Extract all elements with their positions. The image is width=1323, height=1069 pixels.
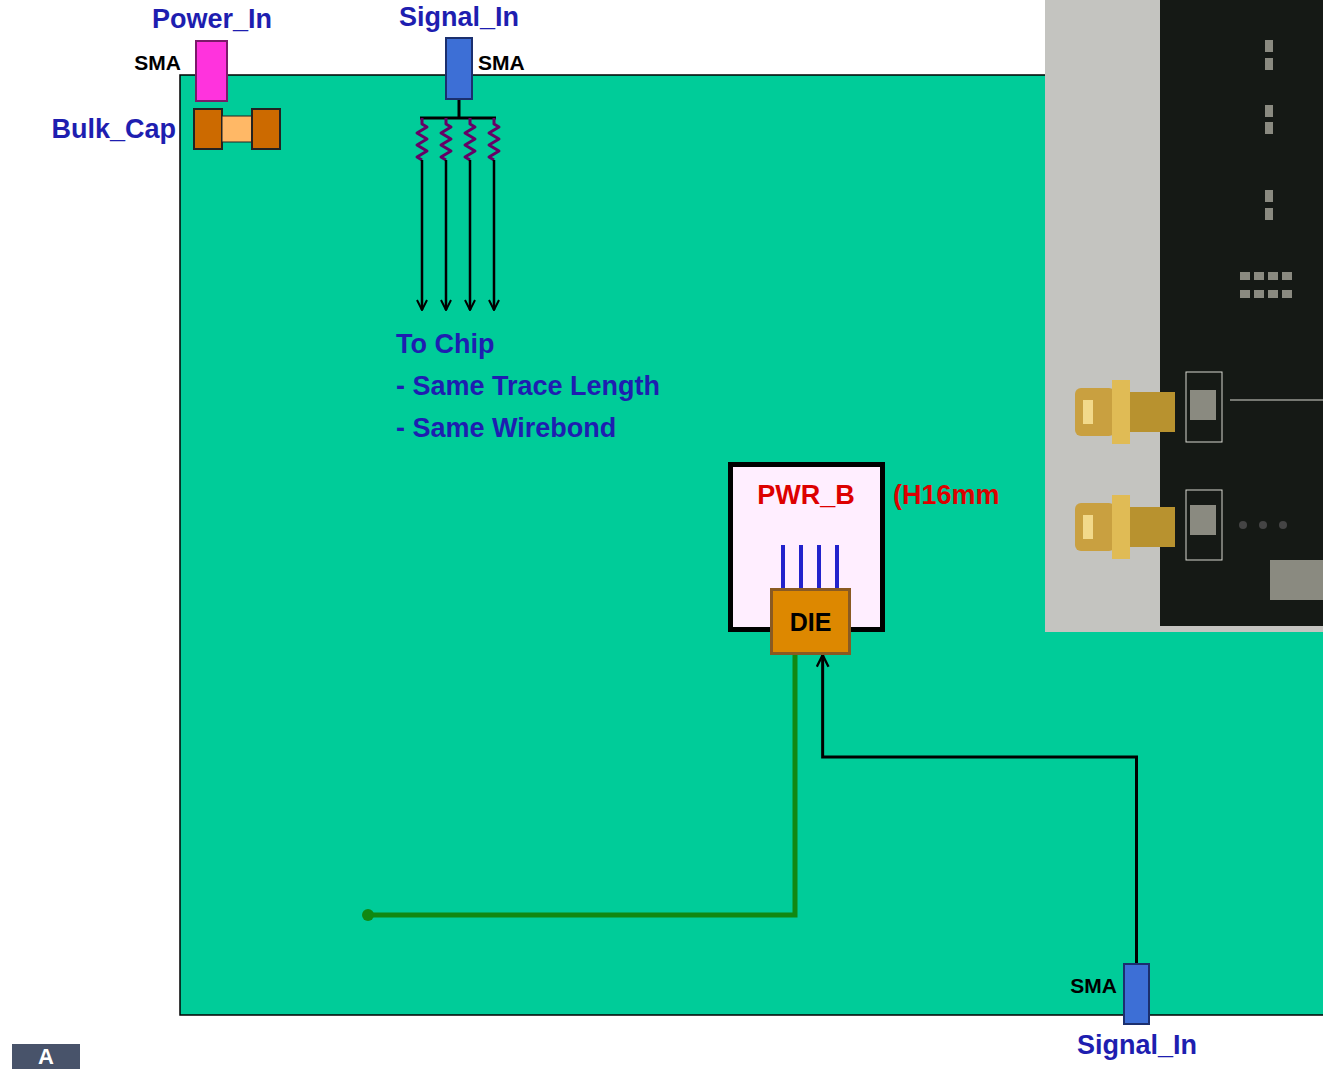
power-trace xyxy=(362,655,795,921)
connector-type: SMA xyxy=(1070,974,1117,998)
connector-type: SMA xyxy=(478,51,525,75)
connector-label: Signal_In xyxy=(1077,1030,1197,1061)
board-photo xyxy=(1045,0,1323,632)
capacitor-symbol: Bulk_Cap xyxy=(193,108,281,150)
connector-type: SMA xyxy=(134,51,181,75)
package-name: PWR_B xyxy=(757,480,855,511)
die-label: DIE xyxy=(790,607,832,636)
signal-trace xyxy=(823,655,1137,963)
connector-label: Signal_In xyxy=(399,2,519,33)
note-item: - Same Wirebond xyxy=(396,412,616,446)
sma-connector: Signal_InSMA xyxy=(445,37,473,100)
slide-tab: A xyxy=(12,1044,80,1069)
package-box: DIEPWR_B(H16mm xyxy=(728,462,885,632)
component-label: Bulk_Cap xyxy=(51,114,176,145)
resistor-network xyxy=(417,100,499,310)
note-heading: To Chip xyxy=(396,328,494,362)
note-item: - Same Trace Length xyxy=(396,370,660,404)
slide-letter: A xyxy=(12,1044,80,1069)
sma-connector: Signal_InSMA xyxy=(1123,963,1150,1025)
sma-connector: Power_InSMA xyxy=(195,40,228,102)
die-box: DIE xyxy=(770,588,851,655)
capacitor-shape xyxy=(193,108,281,150)
package-height: (H16mm xyxy=(893,480,1000,511)
connector-label: Power_In xyxy=(152,4,272,35)
